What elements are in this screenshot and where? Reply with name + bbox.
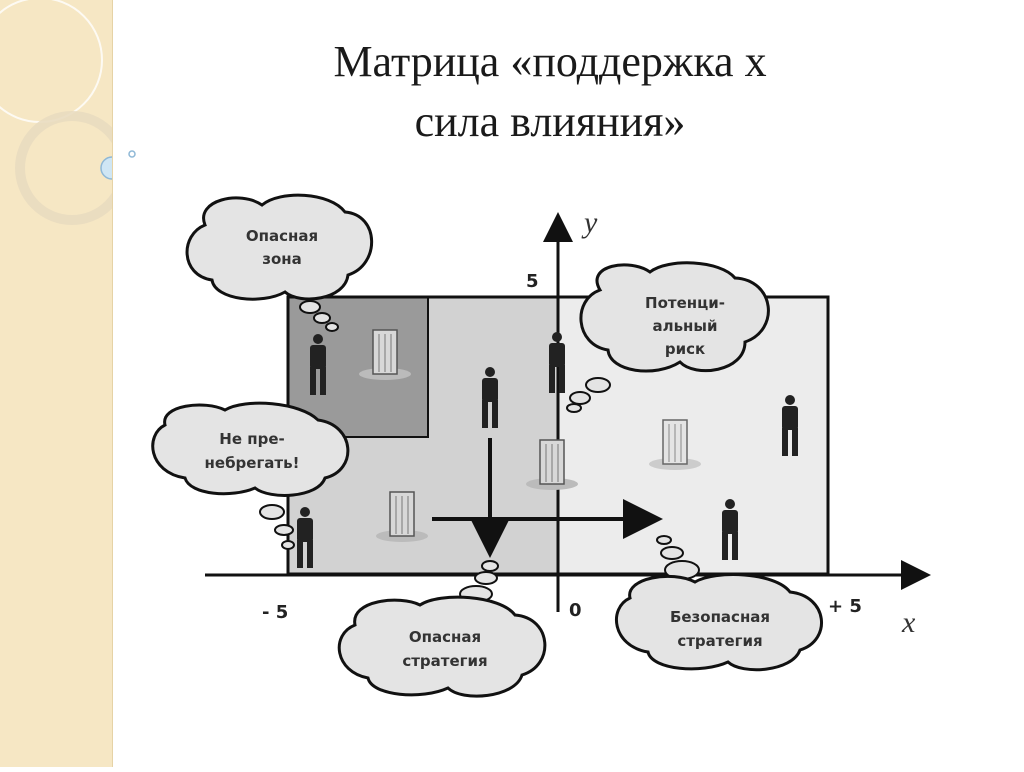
origin-label: 0	[569, 600, 582, 621]
cloud-danger-zone: Опасная зона	[185, 193, 374, 332]
person-icon	[722, 499, 738, 560]
cloud-do-not-ignore-line-1: Не пре-	[219, 430, 284, 448]
y-axis-name: y	[581, 206, 598, 239]
y-max-label: 5	[526, 271, 539, 292]
person-icon	[549, 332, 565, 393]
decorative-bubble-icon	[128, 150, 136, 158]
title-line-2: сила влияния»	[414, 97, 686, 146]
x-axis-name: x	[901, 606, 916, 639]
cloud-danger-zone-line-2: зона	[262, 250, 302, 268]
x-max-label: + 5	[828, 596, 862, 617]
cloud-do-not-ignore: Не пре- небрегать!	[151, 401, 350, 550]
cloud-dangerous-strategy: Опасная стратегия	[337, 560, 547, 698]
cloud-do-not-ignore-line-2: небрегать!	[205, 454, 300, 472]
person-icon	[297, 507, 313, 568]
cloud-safe-strategy-line-2: стратегия	[677, 632, 762, 650]
cloud-safe-strategy-line-1: Безопасная	[670, 608, 770, 626]
cloud-dangerous-strategy-line-1: Опасная	[409, 628, 481, 646]
person-icon	[310, 334, 326, 395]
x-min-label: - 5	[262, 602, 288, 623]
cloud-dangerous-strategy-line-2: стратегия	[402, 652, 487, 670]
cloud-danger-zone-line-1: Опасная	[246, 227, 318, 245]
decorative-sidebar	[0, 0, 129, 767]
cloud-potential-risk-line-3: риск	[665, 340, 705, 358]
title-line-1: Матрица «поддержка х	[333, 37, 767, 86]
cloud-potential-risk-line-2: альный	[652, 317, 717, 335]
person-icon	[482, 367, 498, 428]
cloud-potential-risk-line-1: Потенци-	[645, 294, 725, 312]
cloud-potential-risk: Потенци- альный риск	[566, 261, 770, 413]
building-icon	[359, 329, 411, 380]
building-icon	[649, 419, 701, 470]
building-icon	[526, 439, 578, 490]
slide-title: Матрица «поддержка х сила влияния»	[200, 32, 900, 152]
building-icon	[376, 491, 428, 542]
person-icon	[782, 395, 798, 456]
cloud-safe-strategy: Безопасная стратегия	[614, 535, 824, 672]
